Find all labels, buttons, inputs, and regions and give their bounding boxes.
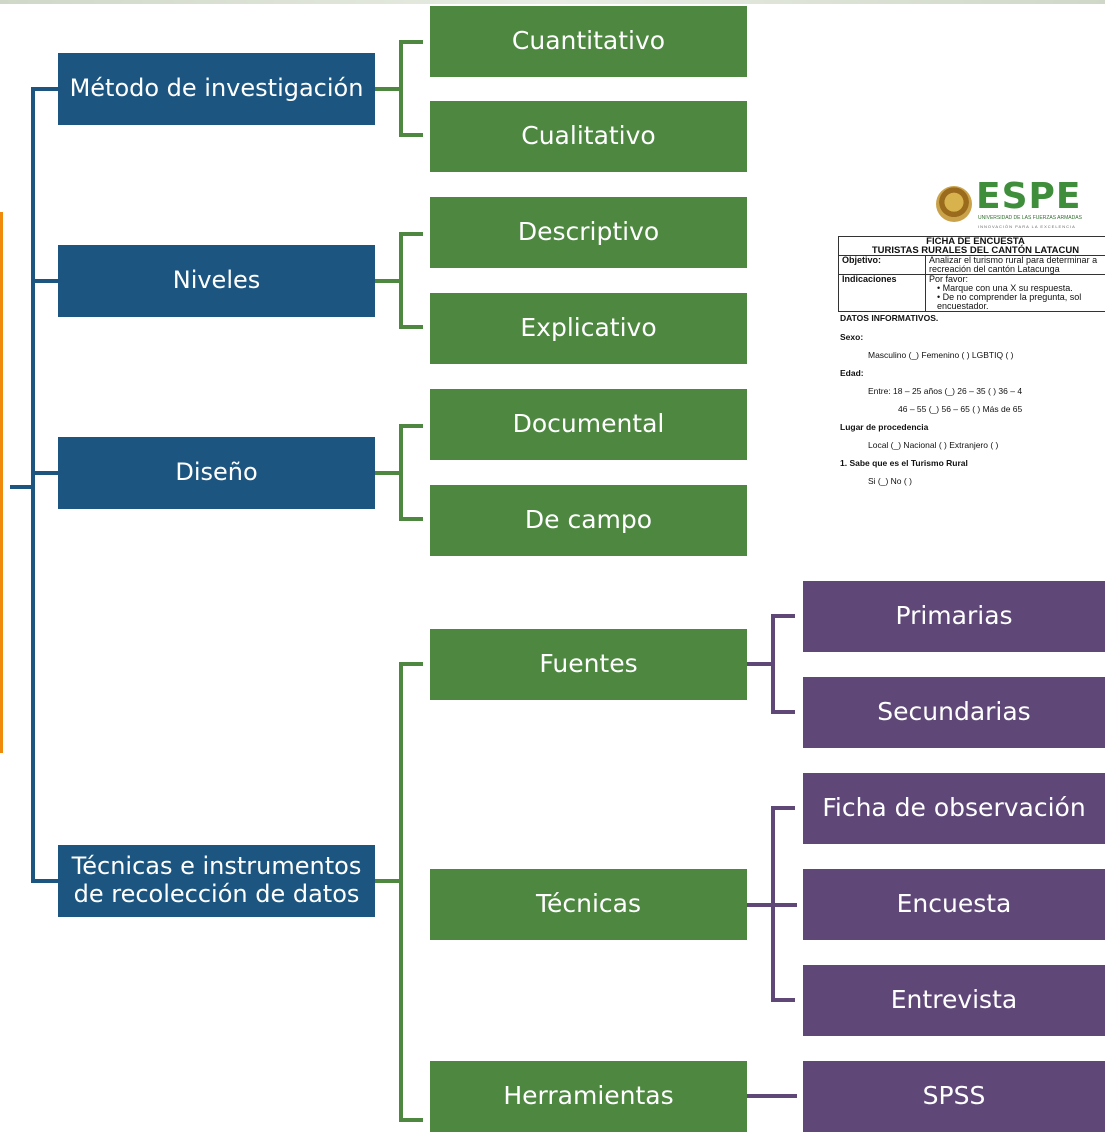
- node-spss: SPSS: [803, 1061, 1105, 1132]
- green-connector-d-t: [399, 662, 423, 666]
- top-band: [0, 0, 1105, 4]
- connector-l1-1: [31, 87, 58, 91]
- green-connector-b-b: [399, 325, 423, 329]
- green-connector-b-v: [399, 232, 403, 329]
- edad-options-row2: 46 – 55 (_) 56 – 65 ( ) Más de 65: [898, 404, 1023, 414]
- orange-accent-bar: [0, 212, 3, 753]
- green-connector-c-b: [399, 517, 423, 521]
- node-primarias: Primarias: [803, 581, 1105, 652]
- indicaciones-label: Indicaciones: [838, 274, 926, 312]
- node-cualitativo: Cualitativo: [430, 101, 747, 172]
- node-explicativo: Explicativo: [430, 293, 747, 364]
- lugar-label: Lugar de procedencia: [840, 422, 929, 432]
- question-1-options: Si (_) No ( ): [868, 476, 912, 486]
- node-tecnicas-instrumentos: Técnicas e instrumentos de recolección d…: [58, 845, 375, 917]
- node-ficha-observacion: Ficha de observación: [803, 773, 1105, 844]
- indicaciones-intro: Por favor:: [929, 274, 969, 284]
- logo-subtitle: UNIVERSIDAD DE LAS FUERZAS ARMADAS: [978, 215, 1082, 221]
- main-connector-trunk: [31, 87, 35, 883]
- green-connector-d-b: [399, 1118, 423, 1122]
- node-tecnicas: Técnicas: [430, 869, 747, 940]
- survey-form-thumbnail: ESPE UNIVERSIDAD DE LAS FUERZAS ARMADAS …: [838, 176, 1105, 516]
- node-cuantitativo: Cuantitativo: [430, 6, 747, 77]
- purple-connector-b-t: [771, 806, 795, 810]
- form-subtitle: TURISTAS RURALES DEL CANTÓN LATACUN: [871, 245, 1080, 256]
- lugar-options: Local (_) Nacional ( ) Extranjero ( ): [868, 440, 999, 450]
- logo-wordmark: ESPE: [976, 176, 1082, 217]
- node-descriptivo: Descriptivo: [430, 197, 747, 268]
- node-secundarias: Secundarias: [803, 677, 1105, 748]
- green-connector-d-h: [375, 879, 401, 883]
- purple-connector-a-t: [771, 614, 795, 618]
- university-seal-icon: [936, 186, 972, 222]
- sexo-options: Masculino (_) Femenino ( ) LGBTIQ ( ): [868, 350, 1014, 360]
- objetivo-text: Analizar el turismo rural para determina…: [925, 255, 1105, 275]
- form-title: FICHA DE ENCUESTA: [926, 236, 1025, 247]
- edad-options-row1: Entre: 18 – 25 años (_) 26 – 35 ( ) 36 –…: [868, 386, 1023, 396]
- objetivo-label: Objetivo:: [838, 255, 926, 275]
- connector-l1-3: [31, 471, 58, 475]
- purple-connector-b-v: [771, 806, 775, 1002]
- node-niveles: Niveles: [58, 245, 375, 317]
- logo-tagline: INNOVACIÓN PARA LA EXCELENCIA: [978, 224, 1076, 229]
- edad-label: Edad:: [840, 368, 864, 378]
- question-1: 1. Sabe que es el Turismo Rural: [840, 458, 968, 468]
- purple-connector-a-v: [771, 614, 775, 714]
- node-de-campo: De campo: [430, 485, 747, 556]
- node-encuesta: Encuesta: [803, 869, 1105, 940]
- green-connector-c-t: [399, 424, 423, 428]
- espe-logo: ESPE UNIVERSIDAD DE LAS FUERZAS ARMADAS …: [936, 176, 1105, 236]
- green-connector-a-h: [375, 87, 401, 91]
- green-connector-a-v: [399, 40, 403, 137]
- node-entrevista: Entrevista: [803, 965, 1105, 1036]
- indicaciones-bullet-1: • Marque con una X su respuesta.: [937, 283, 1073, 293]
- green-connector-a-b: [399, 133, 423, 137]
- purple-connector-b-b: [771, 998, 795, 1002]
- purple-connector-c-h: [747, 1094, 797, 1098]
- node-metodo: Método de investigación: [58, 53, 375, 125]
- indicaciones-bullet-2: • De no comprender la pregunta, sol encu…: [937, 292, 1082, 311]
- node-fuentes: Fuentes: [430, 629, 747, 700]
- main-connector-stub: [10, 485, 32, 489]
- green-connector-a-t: [399, 40, 423, 44]
- sexo-label: Sexo:: [840, 332, 864, 342]
- connector-l1-4: [31, 879, 58, 883]
- connector-l1-2: [31, 279, 58, 283]
- green-connector-b-t: [399, 232, 423, 236]
- green-connector-c-v: [399, 424, 403, 521]
- purple-connector-a-b: [771, 710, 795, 714]
- purple-connector-a-h: [747, 662, 773, 666]
- green-connector-c-h: [375, 471, 401, 475]
- datos-heading: DATOS INFORMATIVOS.: [840, 313, 939, 323]
- green-connector-b-h: [375, 279, 401, 283]
- node-diseno: Diseño: [58, 437, 375, 509]
- node-documental: Documental: [430, 389, 747, 460]
- green-connector-d-v: [399, 662, 403, 1122]
- node-herramientas: Herramientas: [430, 1061, 747, 1132]
